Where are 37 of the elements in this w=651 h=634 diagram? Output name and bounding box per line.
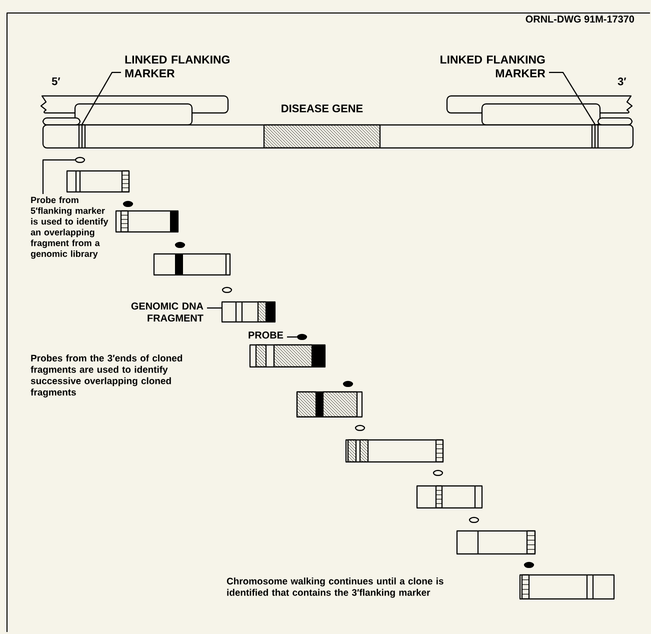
dna-fragment <box>296 391 323 418</box>
leader-line <box>207 307 222 309</box>
probe <box>174 242 186 248</box>
marker-band <box>78 124 86 149</box>
dna-fragment <box>66 170 130 193</box>
callout-text: Probe from 5′flanking marker is used to identify an overlapping fragment from a genomic library <box>30 196 108 259</box>
callout-text: PROBE <box>248 332 284 339</box>
strand-label: 5′ <box>52 78 60 86</box>
probe <box>468 516 480 524</box>
dna-fragment <box>257 301 275 323</box>
dna-fragment <box>456 530 536 555</box>
callout-text: LINKED FLANKING MARKER <box>440 56 546 78</box>
probe <box>222 286 232 294</box>
probe <box>432 470 444 476</box>
dna-fragment <box>347 439 357 463</box>
marker-band <box>591 124 599 149</box>
gene-label: DISEASE GENE <box>282 104 363 112</box>
probe <box>296 334 308 340</box>
probe <box>524 562 534 568</box>
dna-fragment <box>519 574 615 600</box>
note-text: Chromosome walking continues until a clone is identified that contains the 3′flanking marker <box>226 578 444 598</box>
dna-fragment <box>115 210 179 233</box>
probe <box>122 200 134 208</box>
drawing-number: ORNL-DWG 91M-17370 <box>526 16 634 23</box>
dna-fragment <box>416 485 483 509</box>
probe <box>74 156 86 164</box>
strand-label: 3′ <box>618 78 626 86</box>
dna-fragment <box>322 391 358 418</box>
dna-fragment <box>153 253 231 276</box>
note-text: Probes from the 3′ends of cloned fragments are used to identify successive overlapping cloned fragments <box>30 354 182 398</box>
dna-fragment <box>273 344 325 368</box>
leader-line <box>287 336 297 338</box>
leader-line <box>42 159 75 194</box>
callout-text: LINKED FLANKING MARKER <box>125 56 230 78</box>
callout-text: GENOMIC DNA FRAGMENT <box>131 302 204 322</box>
probe <box>342 380 354 388</box>
probe <box>354 424 366 432</box>
